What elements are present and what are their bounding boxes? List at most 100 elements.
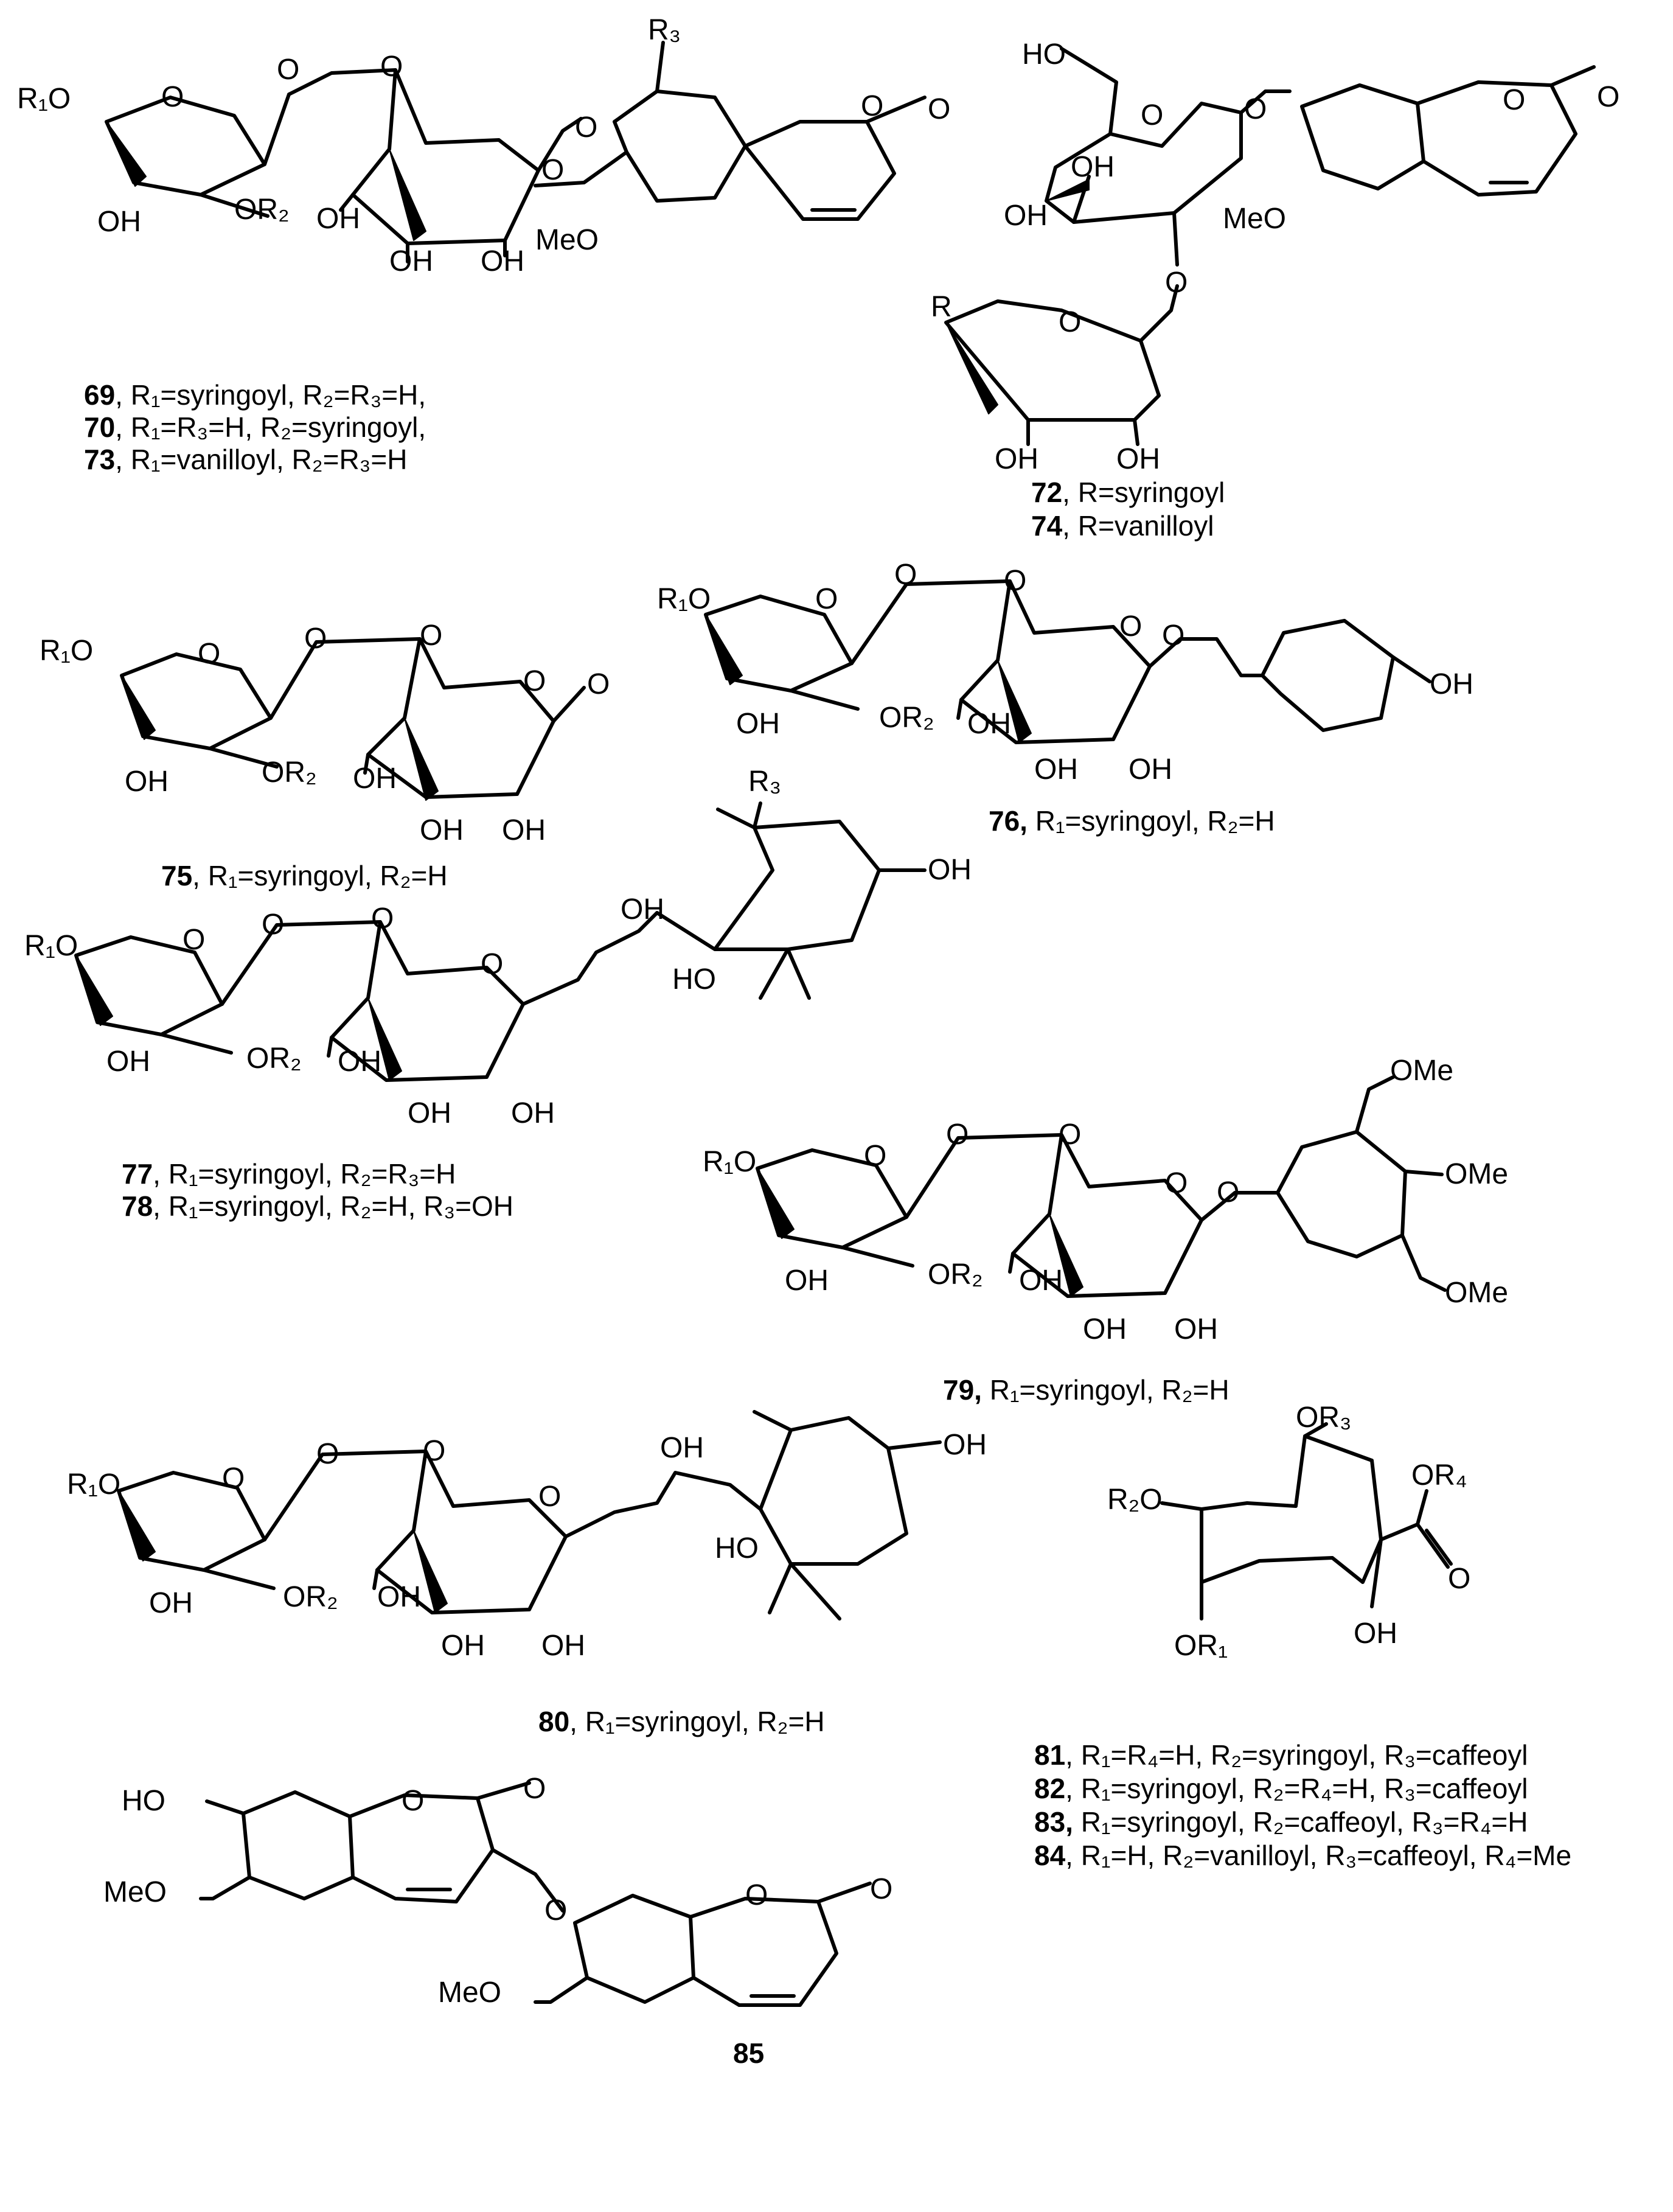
- atom-label: OH: [1083, 1313, 1127, 1345]
- atom-label: O: [544, 1894, 567, 1927]
- caption-83: 83, R₁=syringoyl, R₂=caffeoyl, R₃=R₄=H: [1034, 1806, 1528, 1838]
- atom-label: O: [946, 1118, 969, 1151]
- atom-label: OH: [377, 1581, 421, 1613]
- atom-label: O: [861, 90, 883, 122]
- structure-85: [199, 1781, 872, 2007]
- atom-label: O: [587, 668, 610, 700]
- atom-label: O: [894, 559, 917, 591]
- atom-label: OR₂: [928, 1258, 983, 1291]
- atom-label: O: [1217, 1176, 1239, 1209]
- atom-label: O: [523, 1773, 546, 1805]
- atom-label: O: [1119, 610, 1142, 643]
- atom-label: MeO: [438, 1976, 501, 2009]
- caption-69: 69, R₁=syringoyl, R₂=R₃=H,: [84, 379, 426, 411]
- caption-79: 79, R₁=syringoyl, R₂=H: [943, 1374, 1230, 1406]
- caption-73: 73, R₁=vanilloyl, R₂=R₃=H: [84, 444, 408, 475]
- atom-label: OH: [621, 893, 664, 926]
- atom-label: OR₂: [246, 1042, 302, 1075]
- atom-label: R₁O: [703, 1146, 756, 1178]
- atom-label: O: [928, 93, 950, 125]
- atom-label: OH: [125, 766, 169, 798]
- atom-label: O: [1004, 565, 1026, 597]
- atom-label: R₃: [748, 766, 781, 798]
- atom-label: OH: [1004, 200, 1048, 232]
- atom-label: O: [1165, 1167, 1188, 1199]
- atom-label: OH: [1354, 1617, 1397, 1650]
- caption-74: 74, R=vanilloyl: [1031, 510, 1214, 542]
- atom-label: O: [481, 948, 503, 980]
- atom-label: OR₂: [262, 756, 317, 789]
- atom-label: O: [870, 1873, 892, 1905]
- atom-label: R₁O: [40, 635, 93, 667]
- atom-label: OH: [441, 1630, 485, 1662]
- atom-label: OR₂: [879, 702, 934, 734]
- structure-81-84: [1160, 1422, 1453, 1621]
- atom-label: O: [1059, 1118, 1081, 1151]
- atom-label: O: [1597, 81, 1619, 113]
- atom-label: O: [316, 1438, 339, 1470]
- atom-label: O: [380, 51, 403, 83]
- atom-label: OR₃: [1296, 1401, 1352, 1434]
- caption-82: 82, R₁=syringoyl, R₂=R₄=H, R₃=caffeoyl: [1034, 1773, 1528, 1804]
- caption-80: 80, R₁=syringoyl, R₂=H: [538, 1706, 825, 1737]
- atom-label: O: [1448, 1563, 1470, 1595]
- atom-label: OH: [408, 1097, 451, 1129]
- atom-label: OMe: [1445, 1277, 1508, 1309]
- structure-69-70-73: [105, 41, 927, 263]
- atom-label: O: [198, 638, 220, 670]
- structure-77-78: [74, 801, 927, 1082]
- caption-77: 77, R₁=syringoyl, R₂=R₃=H: [122, 1158, 456, 1190]
- atom-label: R₁O: [17, 83, 71, 115]
- atom-label: OMe: [1390, 1055, 1453, 1087]
- atom-label: OH: [736, 708, 780, 740]
- atom-label: O: [304, 623, 327, 655]
- atom-label: OR₄: [1411, 1459, 1467, 1492]
- atom-label: O: [420, 619, 442, 652]
- atom-label: O: [575, 111, 597, 144]
- atom-label: OH: [1019, 1265, 1063, 1297]
- atom-label: OH: [353, 762, 397, 795]
- atom-label: O: [1141, 99, 1163, 131]
- atom-label: HO: [672, 963, 716, 996]
- atom-label: OH: [97, 206, 141, 238]
- atom-label: OH: [420, 814, 464, 846]
- atom-label: OH: [338, 1045, 381, 1078]
- atom-label: O: [371, 902, 394, 935]
- atom-label: MeO: [1223, 203, 1286, 235]
- atom-label: O: [402, 1785, 424, 1817]
- structure-75: [120, 637, 586, 801]
- atom-label: R₂O: [1107, 1484, 1163, 1516]
- atom-label: O: [864, 1140, 886, 1172]
- atom-label: OR₁: [1174, 1630, 1228, 1662]
- atom-label: HO: [715, 1532, 759, 1565]
- atom-label: O: [1162, 619, 1184, 652]
- caption-81: 81, R₁=R₄=H, R₂=syringoyl, R₃=caffeoyl: [1034, 1739, 1528, 1771]
- atom-label: O: [262, 909, 284, 941]
- atom-label: OMe: [1445, 1158, 1508, 1190]
- atom-label: R₁O: [657, 583, 711, 615]
- atom-label: O: [1244, 93, 1267, 125]
- atom-label: O: [423, 1435, 445, 1467]
- atom-label: OH: [511, 1097, 555, 1129]
- atom-label: OH: [1430, 668, 1473, 700]
- atom-label: R₃: [648, 14, 681, 46]
- caption-85: 85: [733, 2037, 764, 2069]
- atom-label: O: [1059, 306, 1081, 338]
- atom-label: OH: [481, 245, 524, 277]
- atom-label: OH: [660, 1432, 704, 1464]
- atom-label: OH: [389, 245, 433, 277]
- caption-75: 75, R₁=syringoyl, R₂=H: [161, 860, 448, 891]
- caption-70: 70, R₁=R₃=H, R₂=syringoyl,: [84, 411, 426, 443]
- atom-label: HO: [122, 1785, 165, 1817]
- caption-78: 78, R₁=syringoyl, R₂=H, R₃=OH: [122, 1190, 513, 1222]
- atom-label: OH: [785, 1265, 829, 1297]
- atom-label: O: [523, 665, 546, 697]
- atom-label: OH: [995, 443, 1038, 475]
- atom-label: OH: [502, 814, 546, 846]
- atom-label: R₁O: [24, 930, 78, 962]
- atom-label: OH: [943, 1429, 987, 1461]
- structure-80: [117, 1410, 942, 1621]
- atom-label: OR₂: [234, 194, 290, 226]
- atom-label: OH: [149, 1587, 193, 1619]
